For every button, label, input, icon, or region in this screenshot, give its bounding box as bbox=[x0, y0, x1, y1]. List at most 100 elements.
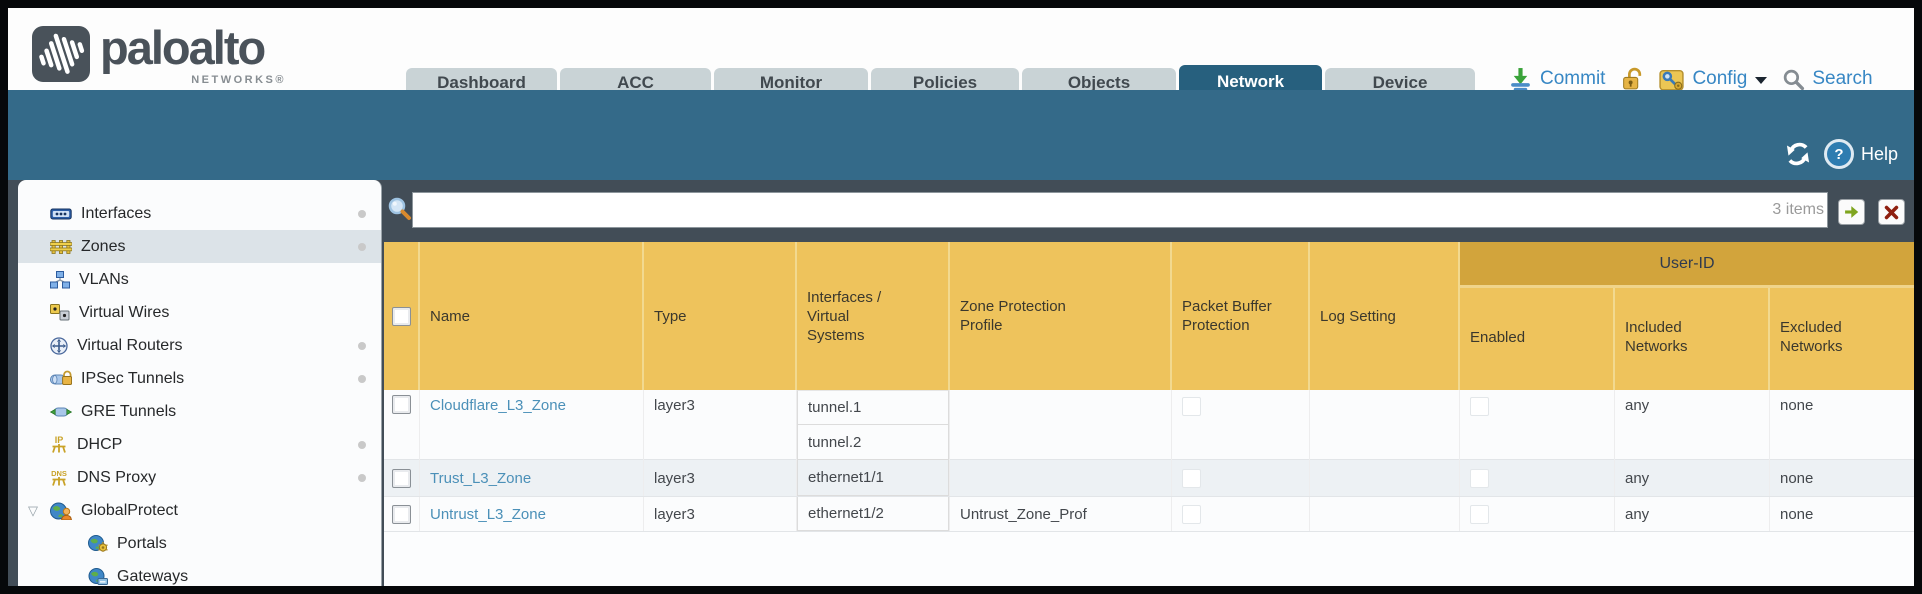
apply-filter-button[interactable] bbox=[1838, 199, 1865, 225]
column-label: Log Setting bbox=[1320, 307, 1396, 325]
column-header-included-networks[interactable]: Included Networks bbox=[1615, 242, 1770, 390]
vlans-icon bbox=[50, 270, 70, 288]
sidebar-item-gateways[interactable]: Gateways bbox=[18, 560, 381, 586]
enabled-cell bbox=[1460, 497, 1615, 531]
app-header: paloalto NETWORKS® Dashboard ACC Monitor… bbox=[8, 8, 1914, 99]
config-icon[interactable] bbox=[1658, 67, 1685, 92]
zone-name-link[interactable]: Trust_L3_Zone bbox=[430, 469, 532, 487]
zone-name-link[interactable]: Untrust_L3_Zone bbox=[430, 505, 546, 523]
excluded-networks-cell: none bbox=[1770, 390, 1914, 460]
status-dot bbox=[358, 210, 366, 218]
table-row-untrust[interactable]: Untrust_L3_Zone layer3 ethernet1/2 Untru… bbox=[384, 497, 1914, 532]
header-utilities: Commit Config Search bbox=[1508, 60, 1873, 98]
portals-icon bbox=[88, 535, 108, 552]
sidebar-item-dhcp[interactable]: IP DHCP bbox=[18, 428, 381, 461]
packet-buffer-protection-cell bbox=[1172, 497, 1310, 531]
select-all-checkbox[interactable] bbox=[391, 306, 411, 326]
column-header-log-setting[interactable]: Log Setting bbox=[1310, 242, 1460, 390]
tab-label: Network bbox=[1216, 72, 1285, 91]
green-arrow-icon bbox=[1844, 206, 1858, 218]
sidebar-item-dns-proxy[interactable]: DNS DNS Proxy bbox=[18, 461, 381, 494]
refresh-icon[interactable] bbox=[1785, 142, 1811, 166]
help-icon[interactable]: ? bbox=[1823, 139, 1854, 169]
expander-triangle-icon[interactable]: ▽ bbox=[28, 503, 38, 518]
type-cell: layer3 bbox=[644, 390, 797, 460]
excluded-networks-value: none bbox=[1780, 397, 1814, 414]
zone-protection-profile-cell: Untrust_Zone_Prof bbox=[950, 497, 1172, 531]
column-header-zone-protection-profile[interactable]: Zone Protection Profile bbox=[950, 242, 1172, 390]
soundwave-icon bbox=[39, 33, 85, 74]
interfaces-cell: tunnel.1 tunnel.2 bbox=[797, 390, 950, 460]
teal-banner: ? Help bbox=[8, 90, 1914, 180]
help-button[interactable]: Help bbox=[1860, 143, 1898, 164]
enabled-checkbox bbox=[1470, 397, 1489, 416]
sidebar-item-globalprotect[interactable]: ▽ GlobalProtect bbox=[18, 494, 381, 527]
interfaces-cell: ethernet1/2 bbox=[797, 497, 950, 531]
zone-protection-profile-cell bbox=[950, 460, 1172, 496]
type-value: layer3 bbox=[654, 397, 695, 414]
sidebar-item-label: Gateways bbox=[117, 567, 189, 585]
sidebar-item-vlans[interactable]: VLANs bbox=[18, 263, 381, 296]
sidebar-item-label: Virtual Wires bbox=[79, 303, 170, 321]
excluded-networks-cell: none bbox=[1770, 497, 1914, 531]
column-label: Excluded Networks bbox=[1780, 319, 1843, 355]
ipsec-tunnels-icon bbox=[50, 370, 72, 385]
row-checkbox-cell bbox=[384, 390, 420, 460]
column-header-type[interactable]: Type bbox=[644, 242, 797, 390]
commit-button[interactable]: Commit bbox=[1540, 68, 1606, 89]
enabled-cell bbox=[1460, 390, 1615, 460]
row-checkbox[interactable] bbox=[392, 504, 411, 524]
sidebar-item-zones[interactable]: Zones bbox=[18, 230, 381, 263]
row-checkbox-cell bbox=[384, 497, 420, 531]
lock-icon[interactable] bbox=[1621, 67, 1644, 92]
search-button[interactable]: Search bbox=[1812, 68, 1873, 89]
sidebar-item-label: GRE Tunnels bbox=[81, 402, 177, 420]
table-row-cloudflare[interactable]: Cloudflare_L3_Zone layer3 tunnel.1 tunne… bbox=[384, 390, 1914, 460]
column-label: Packet Buffer Protection bbox=[1182, 298, 1272, 334]
virtual-routers-icon bbox=[50, 336, 68, 355]
row-checkbox[interactable] bbox=[392, 468, 411, 488]
brand-subtitle: NETWORKS® bbox=[191, 74, 286, 86]
status-dot bbox=[358, 474, 366, 482]
interfaces-cell: ethernet1/1 bbox=[797, 460, 950, 496]
sidebar-item-ipsec-tunnels[interactable]: IPSec Tunnels bbox=[18, 362, 381, 395]
included-networks-cell: any bbox=[1615, 497, 1770, 531]
included-networks-value: any bbox=[1625, 397, 1650, 414]
packet-buffer-protection-cell bbox=[1172, 460, 1310, 496]
zones-table: Name Type Interfaces / Virtual Systems Z… bbox=[384, 242, 1914, 586]
row-checkbox-cell bbox=[384, 460, 420, 496]
excluded-networks-value: none bbox=[1780, 469, 1814, 487]
sidebar-item-gre-tunnels[interactable]: GRE Tunnels bbox=[18, 395, 381, 428]
tab-label: Monitor bbox=[759, 73, 823, 92]
column-header-name[interactable]: Name bbox=[420, 242, 644, 390]
column-header-packet-buffer-protection[interactable]: Packet Buffer Protection bbox=[1172, 242, 1310, 390]
commit-icon[interactable] bbox=[1508, 67, 1533, 92]
sidebar-item-virtual-wires[interactable]: Virtual Wires bbox=[18, 296, 381, 329]
search-icon[interactable] bbox=[1782, 68, 1805, 91]
table-row-trust[interactable]: Trust_L3_Zone layer3 ethernet1/1 any non… bbox=[384, 460, 1914, 497]
dns-proxy-icon: DNS bbox=[51, 469, 67, 486]
clear-filter-button[interactable] bbox=[1878, 199, 1905, 225]
column-header-enabled[interactable]: Enabled bbox=[1460, 242, 1615, 390]
zones-icon bbox=[50, 239, 72, 254]
close-icon bbox=[1884, 205, 1899, 219]
zpp-value: Untrust_Zone_Prof bbox=[960, 505, 1087, 523]
interface-value: tunnel.2 bbox=[808, 433, 862, 451]
column-header-interfaces[interactable]: Interfaces / Virtual Systems bbox=[797, 242, 950, 390]
name-cell: Untrust_L3_Zone bbox=[420, 497, 644, 531]
filter-magnifier-icon bbox=[388, 197, 411, 220]
chevron-down-icon[interactable] bbox=[1755, 77, 1768, 84]
type-cell: layer3 bbox=[644, 460, 797, 496]
zone-name-link[interactable]: Cloudflare_L3_Zone bbox=[430, 397, 566, 414]
packet-buffer-checkbox bbox=[1182, 397, 1201, 416]
sidebar-item-virtual-routers[interactable]: Virtual Routers bbox=[18, 329, 381, 362]
column-header-excluded-networks[interactable]: Excluded Networks bbox=[1770, 242, 1914, 390]
type-value: layer3 bbox=[654, 469, 695, 487]
sidebar-item-portals[interactable]: Portals bbox=[18, 527, 381, 560]
filter-input[interactable] bbox=[412, 192, 1828, 228]
interface-subcell: tunnel.1 bbox=[797, 390, 949, 425]
row-checkbox[interactable] bbox=[392, 395, 411, 414]
dhcp-icon: IP bbox=[52, 435, 66, 453]
config-button[interactable]: Config bbox=[1692, 68, 1748, 89]
sidebar-item-interfaces[interactable]: Interfaces bbox=[18, 197, 381, 230]
